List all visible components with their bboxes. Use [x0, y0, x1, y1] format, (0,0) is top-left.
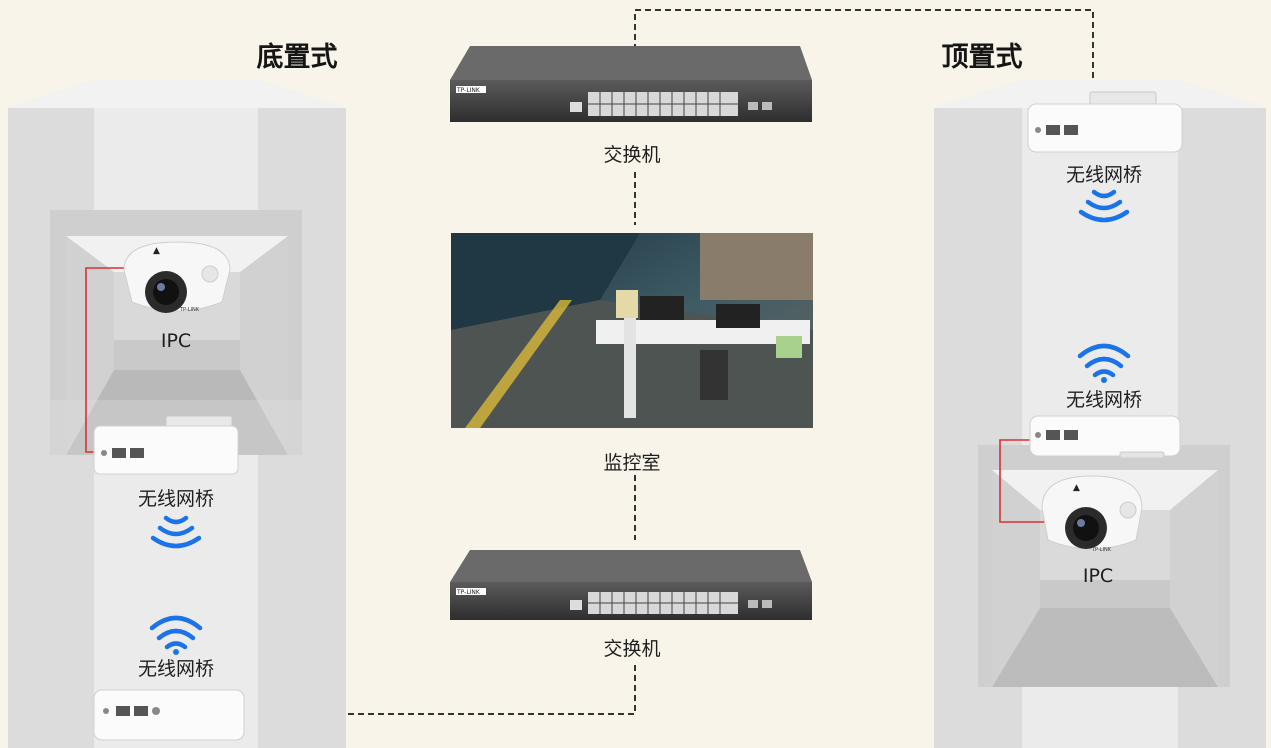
left-section-title: 底置式 [256, 42, 338, 73]
link-top-switch-to-right-bridge [634, 9, 1094, 78]
network-links [232, 9, 1094, 715]
svg-text:▲: ▲ [153, 246, 160, 256]
wifi-signal-down-icon [1078, 189, 1130, 223]
tp-link-logo: TP-LINK [456, 87, 481, 94]
svg-text:TP-LINK: TP-LINK [179, 307, 200, 313]
wifi-signal-down-icon [150, 515, 202, 549]
left-elevator-shaft: TP-LINK ▲ [8, 80, 346, 748]
svg-text:TP-LINK: TP-LINK [1091, 547, 1112, 553]
left-bridge-upper-label: 无线网桥 [137, 488, 215, 510]
left-bridge-lower-label: 无线网桥 [137, 658, 215, 680]
right-section-title: 顶置式 [941, 42, 1023, 73]
right-network-cable [999, 439, 1058, 523]
right-dome-camera: TP-LINK ▲ [1041, 475, 1143, 553]
right-bridge-lower-device [1029, 415, 1181, 459]
left-bridge-lower-device [93, 689, 245, 741]
right-elevator-shaft: TP-LINK ▲ [934, 80, 1266, 748]
right-bridge-lower-label: 无线网桥 [1065, 389, 1143, 411]
switch-bottom-label: 交换机 [603, 638, 661, 660]
wifi-signal-icon [149, 615, 203, 655]
right-camera-label: IPC [1082, 565, 1114, 587]
monitor-room-image [451, 233, 813, 428]
switch-top: TP-LINK [450, 46, 812, 122]
monitor-room-label: 监控室 [603, 452, 661, 474]
left-bridge-upper-device [93, 415, 239, 475]
svg-text:▲: ▲ [1073, 483, 1080, 493]
wifi-signal-icon [1077, 343, 1131, 383]
right-bridge-upper-device [1027, 91, 1183, 153]
switch-top-label: 交换机 [603, 144, 661, 166]
switch-bottom: TP-LINK [450, 550, 812, 620]
left-dome-camera: TP-LINK ▲ [123, 241, 231, 313]
tp-link-logo: TP-LINK [456, 589, 481, 596]
right-bridge-upper-label: 无线网桥 [1065, 164, 1143, 186]
left-camera-label: IPC [160, 330, 192, 352]
